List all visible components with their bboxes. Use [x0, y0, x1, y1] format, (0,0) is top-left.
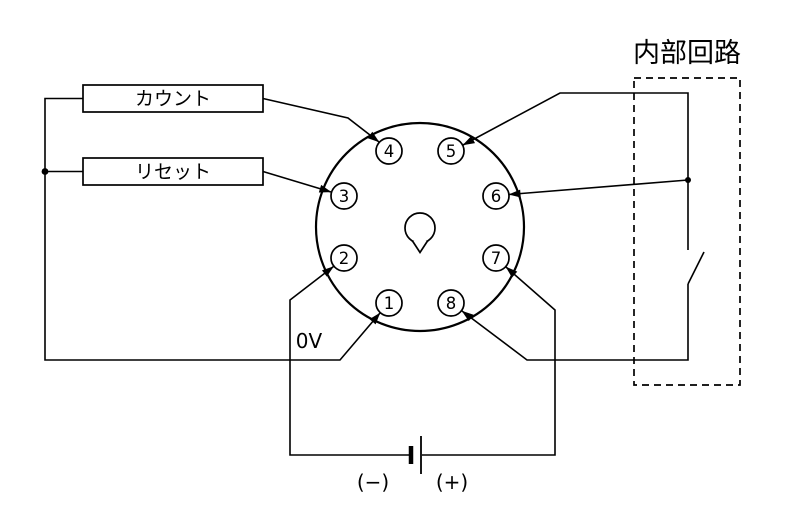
- wire-battery-minus-to-pin2: [289, 265, 409, 456]
- pin-2-number: 2: [339, 249, 350, 268]
- battery-minus-label: (−): [357, 470, 389, 494]
- wire-internal-to-pin5: [462, 92, 689, 250]
- pin-1: 1: [375, 289, 403, 317]
- wire-count-to-pin4: [262, 97, 380, 143]
- zero-volt-label: 0V: [296, 329, 323, 353]
- pin-1-number: 1: [384, 294, 395, 313]
- pin-2: 2: [330, 244, 358, 272]
- junction-dot-internal: [685, 177, 691, 183]
- pin-3-circle: [330, 182, 358, 210]
- wire-reset-to-pin3: [262, 170, 332, 193]
- pin-3: 3: [330, 182, 358, 210]
- internal-circuit-label: 内部回路: [633, 38, 741, 69]
- pin-4: 4: [375, 137, 403, 165]
- socket-keyhole-tail: [411, 240, 429, 255]
- count-box-outline: [82, 84, 264, 113]
- pin-8-circle: [437, 289, 465, 317]
- pin-8: 8: [437, 289, 465, 317]
- reset-input-box: リセット: [82, 157, 264, 186]
- count-label: カウント: [135, 88, 211, 110]
- junction-dot-left-bus: [41, 168, 49, 175]
- reset-label: リセット: [135, 161, 211, 183]
- pin-4-number: 4: [384, 142, 395, 161]
- pin-8-number: 8: [446, 294, 457, 313]
- pin-6: 6: [482, 182, 510, 210]
- wire-battery-plus-to-pin7: [422, 266, 556, 456]
- pin-7-circle: [482, 244, 510, 272]
- socket-keyhole-circle: [404, 212, 436, 244]
- pin-6-number: 6: [491, 187, 502, 206]
- pin-5-circle: [437, 137, 465, 165]
- pin-6-circle: [482, 182, 510, 210]
- pin-4-circle: [375, 137, 403, 165]
- reset-box-outline: [82, 157, 264, 186]
- wire-0v-bus-to-pin1: [44, 97, 381, 361]
- battery-plus-label: (+): [436, 470, 468, 494]
- pin-7: 7: [482, 244, 510, 272]
- pin-5: 5: [437, 137, 465, 165]
- pin-3-number: 3: [339, 187, 350, 206]
- internal-switch-blade: [687, 251, 705, 285]
- pin-7-number: 7: [491, 249, 502, 268]
- wire-internal-to-pin6: [508, 179, 689, 198]
- count-input-box: カウント: [82, 84, 264, 113]
- internal-circuit-dashed-box: [633, 77, 741, 386]
- pin-1-circle: [375, 289, 403, 317]
- pin-5-number: 5: [446, 142, 457, 161]
- pin-2-circle: [330, 244, 358, 272]
- wire-internal-to-pin8: [461, 284, 689, 361]
